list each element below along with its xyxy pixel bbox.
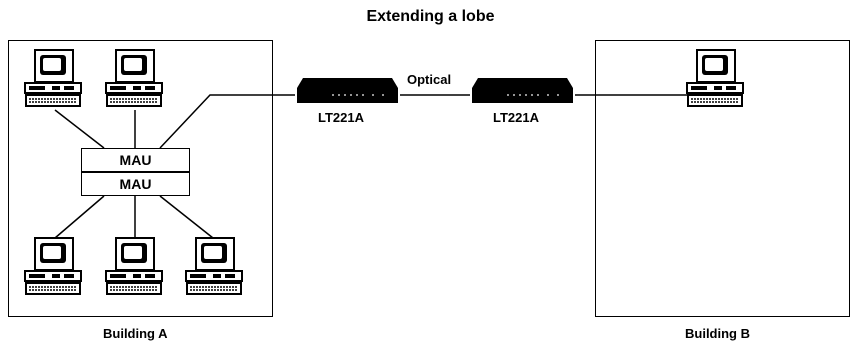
fiber-modem-icon (470, 76, 575, 104)
cable-pc1-mau (55, 110, 104, 148)
mau-unit-1: MAU (81, 148, 190, 172)
fiber-modem-icon (295, 76, 400, 104)
workstation-icon (22, 236, 84, 296)
workstation-icon (103, 236, 165, 296)
cable-mau-pc5 (160, 196, 213, 238)
mau-unit-2: MAU (81, 172, 190, 196)
workstation-icon (22, 48, 84, 108)
device-label-2: LT221A (493, 110, 539, 125)
optical-link-label: Optical (407, 72, 451, 87)
building-a-label: Building A (103, 326, 168, 341)
workstation-icon (183, 236, 245, 296)
cable-mau-pc3 (55, 196, 104, 238)
workstation-icon (103, 48, 165, 108)
workstation-icon (684, 48, 746, 108)
building-b-label: Building B (685, 326, 750, 341)
device-label-1: LT221A (318, 110, 364, 125)
cable-mau-uplink (160, 95, 295, 148)
